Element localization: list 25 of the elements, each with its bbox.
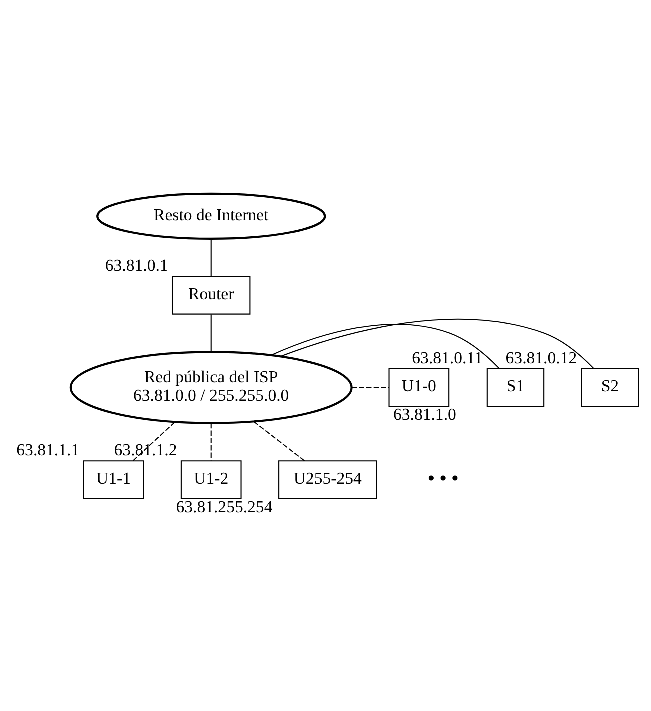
connector: [271, 324, 500, 368]
connector: [254, 420, 306, 461]
node-box: U1-2: [180, 460, 242, 499]
connector: [210, 314, 212, 352]
node-label: 63.81.1.0: [393, 404, 456, 424]
connector: [352, 386, 390, 388]
node-box: U1-0: [388, 368, 450, 407]
node-box: S2: [581, 368, 640, 407]
connector: [210, 422, 212, 460]
node-label: 63.81.0.12: [506, 348, 578, 367]
node-label: 63.81.255.254: [176, 496, 273, 516]
connector: [280, 318, 594, 368]
node-ellipse: Resto de Internet: [96, 192, 326, 240]
node-label: 63.81.1.2: [114, 440, 178, 460]
node-label: 63.81.0.11: [412, 348, 483, 367]
node-box: Router: [172, 276, 251, 314]
node-box: S1: [486, 368, 545, 407]
node-box: U255-254: [278, 460, 378, 499]
connector: [210, 238, 212, 276]
node-box: U1-1: [83, 460, 144, 499]
node-ellipse: Red pública del ISP 63.81.0.0 / 255.255.0.0: [70, 350, 353, 424]
node-label: 63.81.1.1: [16, 440, 80, 460]
node-label: 63.81.0.1: [105, 256, 168, 275]
connector: [132, 421, 176, 461]
label: • • •: [428, 468, 458, 490]
